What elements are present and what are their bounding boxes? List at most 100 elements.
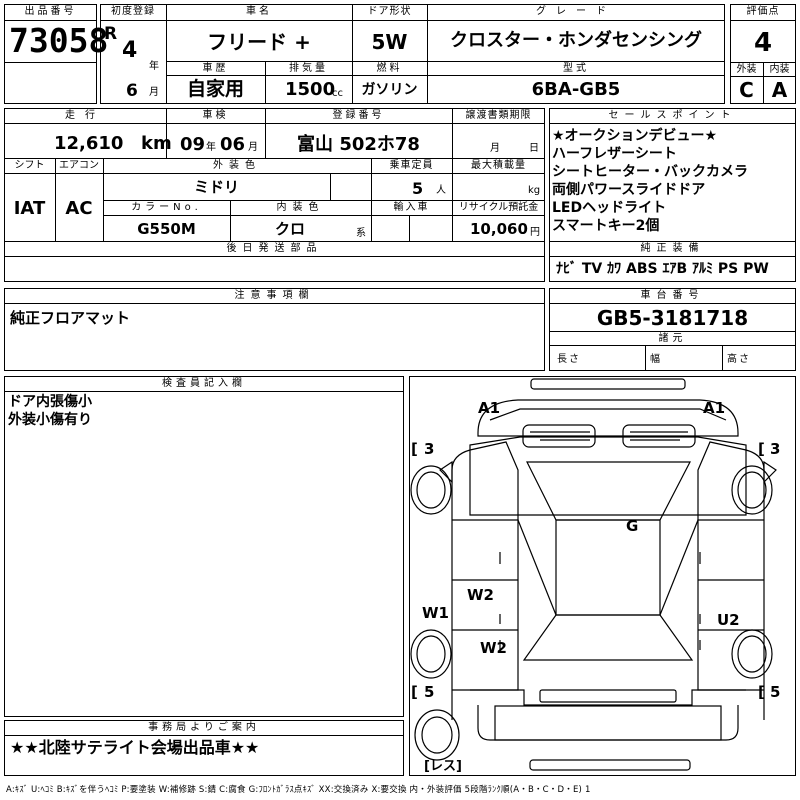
grade-label: グレード [536, 6, 616, 17]
sales-points-box [549, 108, 796, 282]
max-load-label: 最大積載量 [471, 160, 526, 171]
first-registration-label: 初度登録 [111, 6, 155, 17]
door-type: 5W [371, 30, 408, 54]
damage-u2: U2 [717, 611, 740, 629]
sales-points-label: セールスポイント [608, 110, 737, 121]
sales-point-item: スマートキー2個 [552, 218, 660, 234]
displacement-label: 排気量 [289, 63, 328, 74]
mileage: 12,610 [54, 133, 124, 154]
inspection-year: 09 [180, 134, 206, 155]
mileage-unit: km [141, 133, 172, 154]
later-parts-label: 後日発送部品 [226, 243, 323, 254]
equipment-label: 純正装備 [640, 243, 705, 254]
lot-number-label: 出品番号 [24, 6, 77, 17]
damage-a1-left: A1 [478, 399, 501, 417]
ac: AC [65, 198, 93, 219]
damage-w1: W1 [422, 604, 449, 622]
lot-number-box [4, 4, 97, 104]
transfer-month-unit: 月 [490, 143, 500, 154]
exterior-color-label: 外装色 [213, 160, 261, 171]
damage-5-left: 5 [424, 683, 435, 701]
sales-point-item: 両側パワースライドドア [552, 182, 706, 198]
month-unit: 月 [149, 87, 159, 98]
bracket-right-5: [ [758, 683, 765, 701]
capacity-label: 乗車定員 [389, 160, 434, 171]
length-label: 長さ [557, 354, 581, 365]
interior-color-unit: 系 [356, 228, 366, 239]
score-label: 評価点 [746, 6, 780, 17]
transfer-day-unit: 日 [529, 143, 539, 154]
plate-number: 富山 502ホ78 [297, 134, 420, 155]
transfer-deadline-label: 譲渡書類期限 [465, 110, 532, 121]
displacement: 1500 [285, 79, 336, 100]
import-label: 輸入車 [393, 202, 430, 213]
displacement-unit: cc [332, 88, 343, 99]
spare-tire-less-text: レス [429, 759, 456, 774]
model-code: 6BA-GB5 [531, 79, 621, 100]
ac-label: エアコン [59, 160, 99, 171]
exterior-grade-label: 外装 [736, 64, 757, 75]
year-unit: 年 [149, 61, 159, 72]
car-name: フリード + [207, 30, 311, 54]
office-label: 事務局よりご案内 [148, 722, 260, 733]
interior-grade: A [771, 78, 788, 102]
damage-w2-bottom: W2 [480, 639, 507, 657]
recycle-fee: 10,060 [470, 220, 528, 238]
bracket-right-3: [ [758, 440, 765, 458]
interior-color-label: 内装色 [276, 202, 325, 213]
sales-point-item: LEDヘッドライト [552, 200, 667, 216]
color-no: G550M [137, 220, 196, 238]
vehicle-header-box [100, 4, 725, 104]
plate-label: 登録番号 [332, 110, 385, 121]
inspector-line-2: 外装小傷有り [8, 412, 92, 428]
inspector-box [4, 376, 404, 717]
interior-color: クロ [274, 220, 305, 238]
height-label: 高さ [727, 354, 751, 365]
first-reg-year: 4 [122, 38, 138, 63]
chassis-number: GB5-3181718 [596, 306, 749, 330]
model-label: 型式 [563, 63, 589, 74]
color-no-label: カラーNo. [131, 202, 202, 213]
era: R [104, 24, 118, 44]
dims-label: 諸元 [658, 333, 687, 344]
mileage-label: 走行 [65, 110, 105, 121]
history: 自家用 [186, 78, 244, 100]
legend: A:ｷｽﾞ U:ﾍｺﾐ B:ｷｽﾞを伴うﾍｺﾐ P:要塗装 W:補修跡 S:錆 … [6, 785, 591, 795]
exterior-color: ミドリ [193, 178, 239, 196]
details-box [4, 108, 545, 282]
inspector-line-1: ドア内張傷小 [8, 394, 92, 410]
equipment-list: ﾅﾋﾞ TV ｶﾜ ABS ｴｱB ｱﾙﾐ PS PW [556, 261, 769, 277]
history-label: 車歴 [202, 63, 229, 74]
capacity-unit: 人 [436, 185, 446, 196]
sales-point-item: ★オークションデビュー★ [552, 128, 718, 144]
shift: IAT [13, 198, 46, 219]
door-type-label: ドア形状 [367, 6, 412, 17]
sales-point-item: ハーフレザーシート [552, 146, 677, 162]
lot-number: 73058 [9, 21, 109, 60]
inspection-month-unit: 月 [248, 142, 258, 153]
car-name-label: 車名 [246, 6, 272, 17]
score: 4 [753, 28, 773, 58]
damage-g: G [626, 517, 639, 535]
fuel-label: 燃料 [376, 63, 403, 74]
width-label: 幅 [650, 354, 660, 365]
sales-point-item: シートヒーター・バックカメラ [552, 164, 748, 180]
fuel: ガソリン [361, 82, 418, 98]
office-text: ★★北陸サテライト会場出品車★★ [10, 738, 260, 757]
damage-w2-top: W2 [467, 586, 494, 604]
inspector-label: 検査員記入欄 [162, 378, 246, 389]
notes-label: 注意事項欄 [234, 290, 315, 301]
shift-label: シフト [14, 160, 45, 171]
damage-3-left: 3 [424, 440, 435, 458]
bracket-left-5: [ [411, 683, 418, 701]
bracket-left-3: [ [411, 440, 418, 458]
chassis-box [549, 288, 796, 371]
sales-points-list: ★オークションデビュー★ ハーフレザーシートシートヒーター・バックカメラ両側パワー… [552, 127, 748, 235]
interior-grade-label: 内装 [769, 64, 790, 75]
inspection-year-unit: 年 [206, 142, 216, 153]
spare-tire-less: [レス] [424, 759, 462, 774]
inspection-month: 06 [220, 134, 246, 155]
exterior-grade: C [739, 78, 754, 102]
